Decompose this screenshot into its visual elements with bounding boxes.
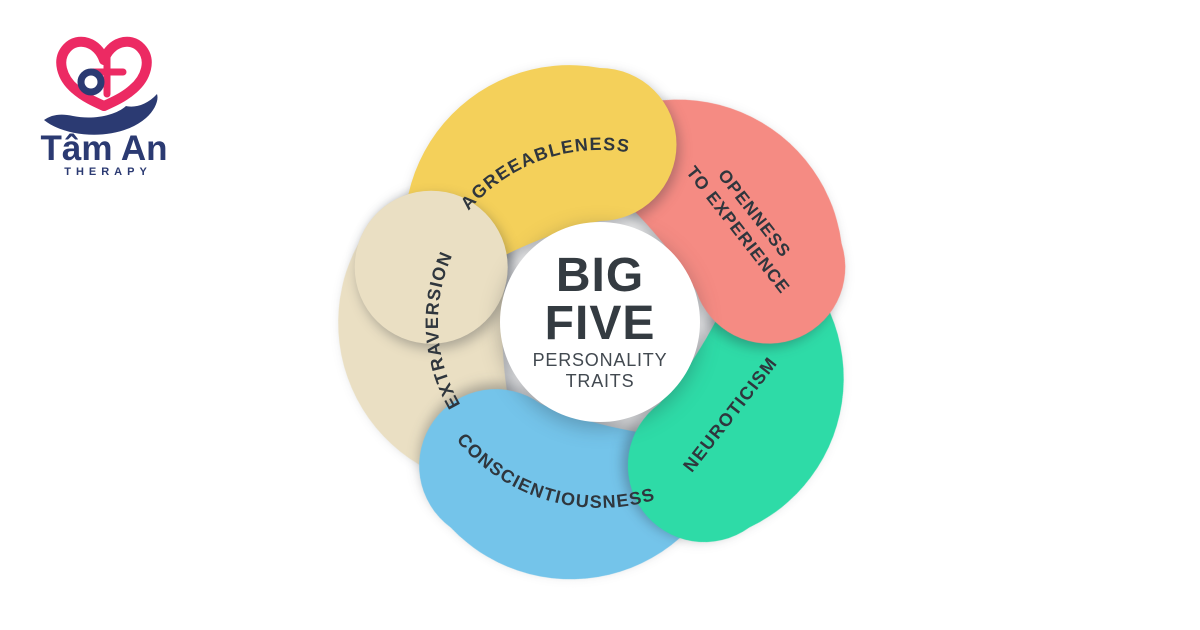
center-title-line2: FIVE (545, 297, 656, 350)
hand-icon (44, 94, 158, 135)
center-subtitle-line1: PERSONALITY (533, 350, 668, 370)
brand-logo: Tâm An THERAPY (40, 36, 168, 178)
segment-extraversion-head (354, 190, 508, 344)
brand-name: Tâm An (40, 129, 167, 168)
heart-icon (56, 36, 152, 111)
center-subtitle-line2: TRAITS (566, 371, 635, 391)
center-circle (500, 222, 700, 422)
center-title-line1: BIG (556, 249, 644, 302)
logo-ring-icon (77, 68, 105, 96)
brand-tagline: THERAPY (64, 166, 152, 178)
